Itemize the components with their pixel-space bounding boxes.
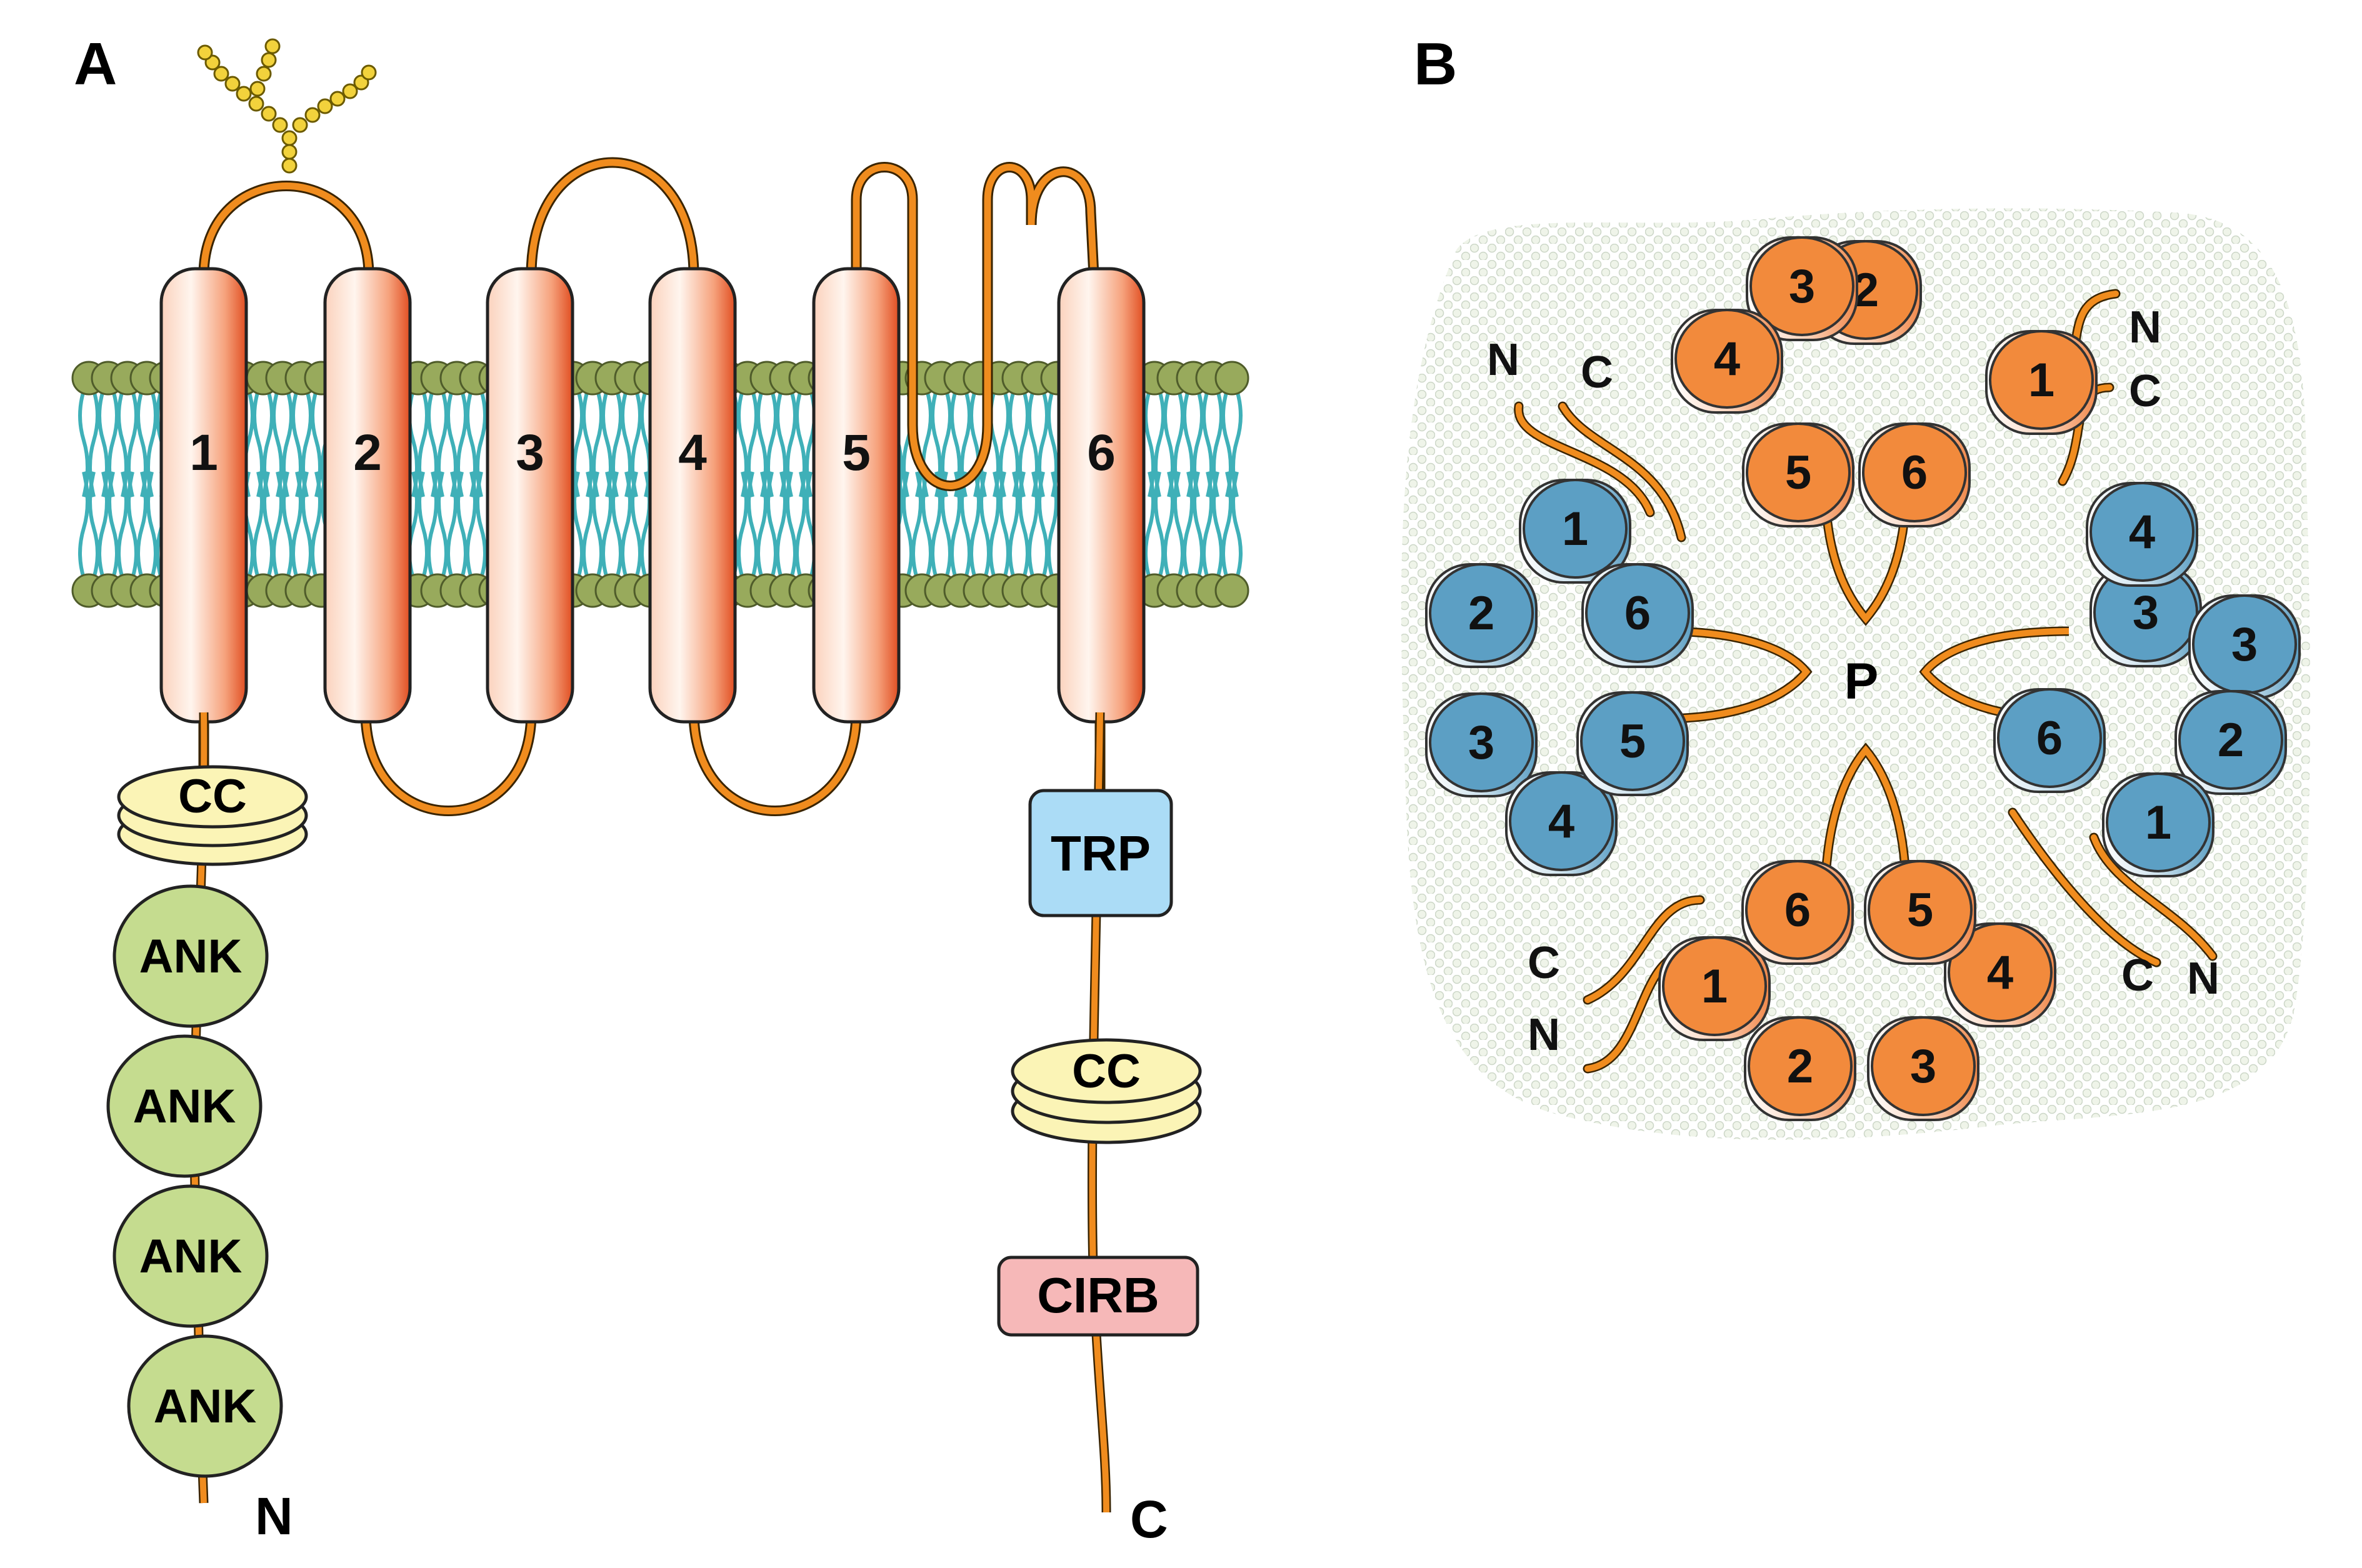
cylinder-helix: 3 bbox=[1425, 692, 1538, 797]
n-terminus-label: N bbox=[1528, 1010, 1560, 1060]
n-terminus-label: N bbox=[255, 1487, 293, 1546]
n-terminus-label: N bbox=[1487, 335, 1519, 385]
cylinder-helix: 4 bbox=[2086, 482, 2198, 587]
n-terminus-label: N bbox=[2129, 302, 2161, 352]
cylinder-helix: 1 bbox=[1658, 936, 1771, 1041]
cylinder-label: 3 bbox=[1910, 1040, 1936, 1093]
ank-domain-2: ANK bbox=[106, 1034, 263, 1178]
cylinder-label: 4 bbox=[1714, 332, 1740, 386]
ank-domain-1: ANK bbox=[113, 884, 269, 1028]
cylinder-helix: 3 bbox=[2089, 562, 2202, 667]
cylinder-label: 1 bbox=[1562, 502, 1588, 556]
cylinder-helix: 1 bbox=[1519, 479, 1631, 584]
helix-label: 5 bbox=[842, 424, 871, 481]
cylinder-label: 3 bbox=[2133, 586, 2159, 639]
cylinder-label: 5 bbox=[1619, 715, 1646, 768]
transmembrane-helices: 1 2 3 4 5 6 bbox=[159, 267, 1146, 724]
pore-label: P bbox=[1844, 653, 1879, 710]
cylinder-label: 4 bbox=[2129, 506, 2155, 559]
cirb-domain: CIRB bbox=[997, 1256, 1199, 1337]
cylinder-helix: 5 bbox=[1576, 691, 1689, 796]
panel-a-label: A bbox=[74, 31, 117, 97]
c-terminus-label: C bbox=[2121, 951, 2154, 1001]
cylinder-label: 3 bbox=[1468, 716, 1494, 769]
helix-label: 1 bbox=[189, 424, 218, 481]
cirb-label: CIRB bbox=[1037, 1267, 1159, 1323]
cylinder-helix: 6 bbox=[1858, 422, 1971, 527]
cylinder-label: 2 bbox=[1787, 1040, 1813, 1093]
helix-label: 4 bbox=[678, 424, 707, 481]
cylinder-label: 6 bbox=[1901, 446, 1928, 499]
cylinder-label: 5 bbox=[1907, 884, 1933, 937]
cylinder-label: 6 bbox=[1784, 884, 1811, 937]
cylinder-label: 3 bbox=[2231, 618, 2258, 671]
cylinder-helix: 4 bbox=[1944, 922, 2056, 1027]
c-terminus-label: C bbox=[1581, 347, 1613, 397]
cc-label-n: CC bbox=[178, 770, 247, 823]
ank-label-1: ANK bbox=[139, 930, 243, 983]
cylinder-label: 2 bbox=[1468, 587, 1494, 640]
loops-fill bbox=[200, 159, 1098, 814]
ank-label-4: ANK bbox=[154, 1380, 257, 1433]
helix-label: 6 bbox=[1087, 424, 1116, 481]
cylinder-helix: 3 bbox=[1746, 236, 1858, 341]
trp-label: TRP bbox=[1051, 826, 1151, 881]
c-terminus-label: C bbox=[1528, 938, 1560, 988]
cylinder-label: 5 bbox=[1785, 446, 1811, 499]
cylinder-label: 1 bbox=[2145, 796, 2171, 849]
cylinder-label: 1 bbox=[1701, 960, 1728, 1013]
helix-2: 2 bbox=[323, 267, 412, 724]
cylinder-label: 3 bbox=[1789, 260, 1815, 313]
cylinder-helix: 5 bbox=[1742, 422, 1854, 527]
cylinder-helix: 4 bbox=[1505, 771, 1618, 876]
cylinder-helix: 2 bbox=[1744, 1016, 1856, 1121]
cylinder-helix: 3 bbox=[1867, 1016, 1979, 1121]
glycosylation-chain bbox=[197, 38, 377, 174]
helix-1: 1 bbox=[159, 267, 248, 724]
cylinder-label: 6 bbox=[2036, 712, 2063, 765]
n-terminus-label: N bbox=[2187, 954, 2219, 1004]
cylinder-helix: 5 bbox=[1864, 860, 1976, 965]
cylinder-label: 6 bbox=[1624, 587, 1651, 640]
cylinder-helix: 6 bbox=[1741, 860, 1854, 965]
subunit-3: 1 2 34 5 6CN bbox=[1528, 860, 2056, 1121]
ank-label-2: ANK bbox=[133, 1080, 236, 1133]
cc-domain-n: CC bbox=[117, 765, 308, 866]
cylinder-label: 2 bbox=[2218, 714, 2244, 767]
helix-4: 4 bbox=[648, 267, 737, 724]
subunit-4: 1 2 3 45 6 N C bbox=[1425, 335, 1694, 876]
cylinder-helix: 6 bbox=[1993, 688, 2106, 793]
helix-label: 3 bbox=[516, 424, 544, 481]
cc-domain-c: CC bbox=[1011, 1038, 1202, 1144]
cylinder-helix: 1 bbox=[2102, 772, 2214, 877]
helix-5: 5 bbox=[812, 267, 901, 724]
cylinder-label: 4 bbox=[1987, 946, 2013, 999]
cylinder-helix: 3 bbox=[2188, 594, 2301, 699]
cylinder-label: 1 bbox=[2028, 354, 2054, 407]
cylinder-helix: 6 bbox=[1581, 563, 1694, 668]
ank-domain-3: ANK bbox=[113, 1184, 269, 1328]
c-terminus-label: C bbox=[1130, 1490, 1168, 1549]
panel-b-label: B bbox=[1414, 31, 1457, 97]
cylinder-helix: 4 bbox=[1671, 309, 1783, 414]
cylinder-label: 4 bbox=[1548, 795, 1574, 848]
cylinder-helix: 2 bbox=[2174, 690, 2287, 795]
cc-label-c: CC bbox=[1072, 1045, 1141, 1098]
trp-domain: TRP bbox=[1028, 789, 1173, 917]
helix-3: 3 bbox=[486, 267, 574, 724]
ank-label-3: ANK bbox=[139, 1230, 243, 1283]
c-terminus-label: C bbox=[2129, 366, 2161, 416]
helix-label: 2 bbox=[353, 424, 382, 481]
cylinder-helix: 2 bbox=[1425, 563, 1538, 668]
helix-6: 6 bbox=[1057, 267, 1146, 724]
ank-domain-4: ANK bbox=[127, 1334, 283, 1478]
cylinder-helix: 1 bbox=[1985, 330, 2098, 435]
